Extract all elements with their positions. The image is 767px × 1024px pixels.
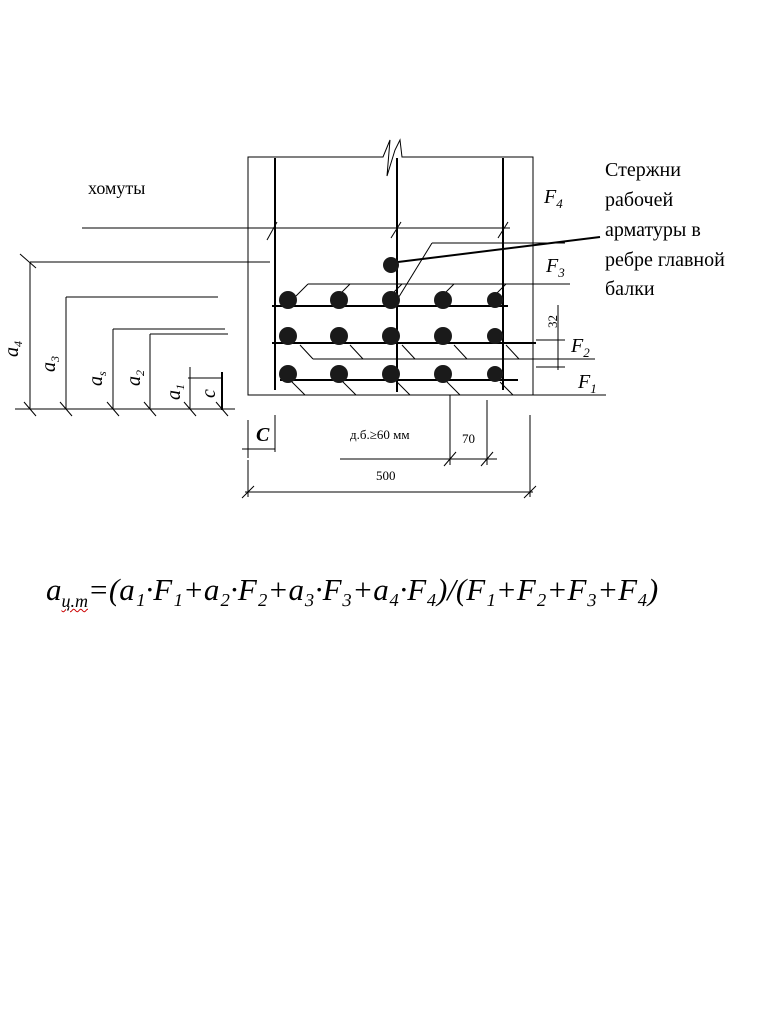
dim-clear-gap: д.б.≥60 мм — [350, 427, 410, 442]
dim-70: 70 — [462, 431, 475, 446]
beam-outline — [247, 138, 534, 396]
label-f4: F4 — [543, 186, 563, 211]
svg-text:a4: a4 — [1, 341, 25, 357]
left-dim-labels: a4 a3 as a2 a1 c — [1, 341, 220, 400]
label-f1: F1 — [577, 371, 597, 396]
dim-32: 32 — [545, 315, 560, 328]
rebar-bars — [279, 257, 503, 383]
dim-cover: C — [256, 424, 270, 446]
svg-text:a3: a3 — [38, 356, 62, 372]
bottom-dimensions — [241, 395, 537, 499]
callout-text: Стержни рабочей арматуры в ребре главной… — [605, 159, 725, 300]
svg-text:рабочей: рабочей — [605, 189, 673, 211]
f4-slash — [396, 242, 433, 301]
label-f3: F3 — [545, 255, 565, 280]
centroid-formula: aц.т=(a₁·F₁+a₂·F₂+a₃·F₃+a₄·F₄)/(F₁+F₂+F₃… — [46, 572, 658, 612]
formula-lhs: a — [46, 572, 62, 607]
svg-text:арматуры в: арматуры в — [605, 219, 701, 241]
dim-500: 500 — [376, 468, 396, 483]
formula-lhs-sub: ц.т — [61, 591, 89, 612]
svg-text:a1: a1 — [163, 384, 187, 400]
bar-top — [383, 257, 399, 273]
callout-leader — [397, 236, 601, 263]
svg-text:балки: балки — [605, 278, 655, 300]
svg-text:a2: a2 — [123, 370, 147, 386]
svg-text:as: as — [85, 371, 109, 386]
f2-ticks — [299, 344, 520, 360]
label-f2: F2 — [570, 335, 590, 360]
svg-text:ребре главной: ребре главной — [605, 249, 725, 271]
svg-text:Стержни: Стержни — [605, 159, 681, 181]
stirrups-label: хомуты — [88, 178, 145, 198]
svg-text:c: c — [198, 389, 220, 398]
f1-ticks — [291, 381, 514, 396]
leader-ticks — [266, 221, 509, 241]
formula-rhs: =(a₁·F₁+a₂·F₂+a₃·F₃+a₄·F₄)/(F₁+F₂+F₃+F₄) — [88, 572, 659, 607]
left-dimensions — [15, 253, 235, 417]
